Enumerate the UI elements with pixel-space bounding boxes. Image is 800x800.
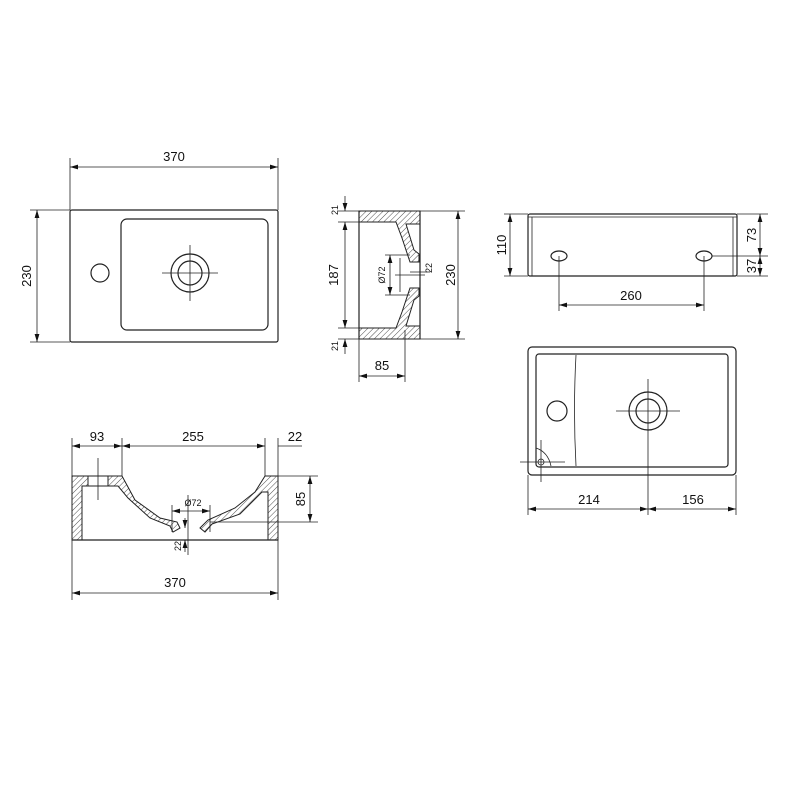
dim-height: 85 — [293, 492, 308, 506]
top-view: 370 230 — [19, 149, 279, 343]
dim-drain-to-right: 156 — [682, 492, 704, 507]
side-section: 21 187 21 230 85 Ø72 22 — [326, 196, 465, 382]
dim-top-rim: 21 — [330, 205, 340, 215]
dim-right: 22 — [288, 429, 302, 444]
dim-bottom-rim: 21 — [330, 341, 340, 351]
dim-left-to-drain: 214 — [578, 492, 600, 507]
tap-hole — [90, 263, 110, 283]
dim-left: 93 — [90, 429, 104, 444]
dim-drain-diameter: Ø72 — [377, 266, 387, 283]
tap-hole — [546, 400, 568, 422]
dim-slot-spacing: 260 — [620, 288, 642, 303]
dim-drain-diameter: Ø72 — [184, 498, 201, 508]
dim-height: 85 — [375, 358, 389, 373]
dim-lower: 37 — [744, 259, 759, 273]
dim-width: 370 — [163, 149, 185, 164]
plan-view: 214 156 — [520, 346, 737, 515]
dim-total-width: 370 — [164, 575, 186, 590]
dim-depth: 230 — [19, 265, 34, 287]
dim-inner: 187 — [326, 264, 341, 286]
dim-upper: 73 — [744, 228, 759, 242]
dim-total: 230 — [443, 264, 458, 286]
front-section: 93 255 22 85 Ø72 22 370 — [71, 429, 318, 600]
dim-height: 110 — [494, 235, 509, 256]
dim-drain-depth: 22 — [173, 541, 183, 551]
dim-basin: 255 — [182, 429, 204, 444]
back-view: 110 73 37 260 — [494, 213, 768, 311]
dim-drain-offset: 22 — [424, 263, 434, 273]
